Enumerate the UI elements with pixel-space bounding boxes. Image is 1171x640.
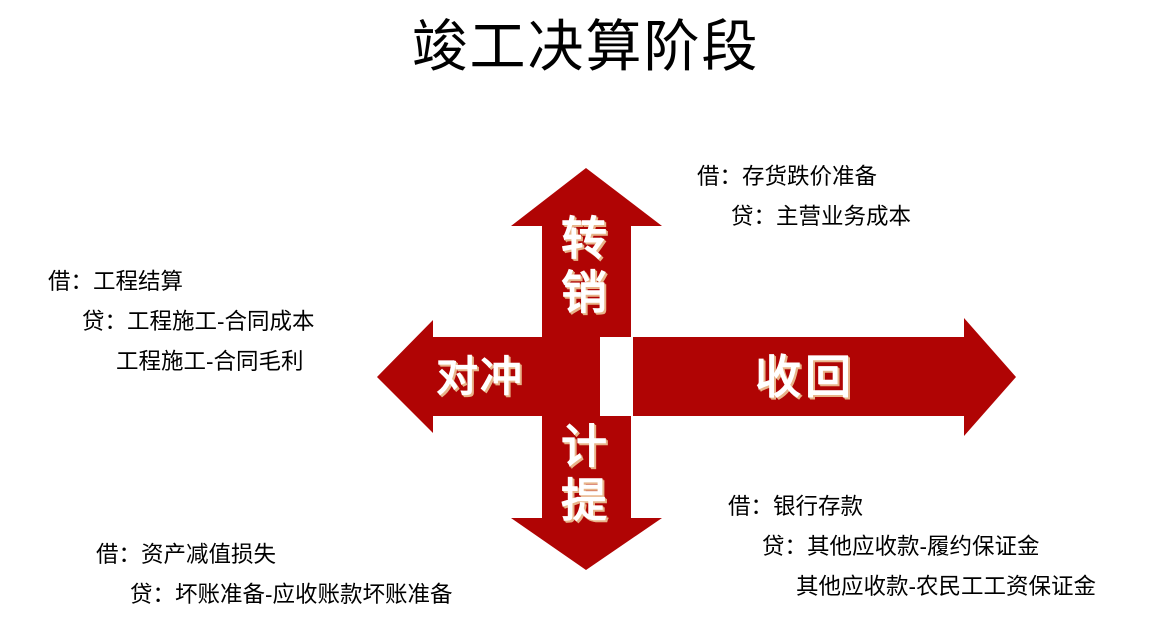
note-bottom-right: 借：银行存款 贷：其他应收款-履约保证金 其他应收款-农民工工资保证金 [728, 487, 1096, 607]
note-line: 其他应收款-农民工工资保证金 [796, 574, 1096, 599]
note-line: 贷：其他应收款-履约保证金 [762, 534, 1040, 559]
note-line: 贷：坏账准备-应收账款坏账准备 [130, 582, 453, 607]
note-top-right: 借：存货跌价准备 贷：主营业务成本 [697, 157, 911, 237]
note-left: 借：工程结算 贷：工程施工-合同成本 工程施工-合同毛利 [48, 262, 315, 382]
note-line: 工程施工-合同毛利 [116, 349, 304, 374]
note-line: 贷：工程施工-合同成本 [82, 309, 315, 334]
note-line: 借：资产减值损失 [96, 542, 277, 567]
arrow-right-label: 收回 [755, 351, 855, 403]
cross-center-void [600, 337, 632, 416]
page-title: 竣工决算阶段 [411, 15, 760, 78]
note-line: 借：存货跌价准备 [697, 164, 878, 189]
note-line: 贷：主营业务成本 [731, 204, 912, 229]
arrow-left-label: 对冲 [436, 353, 525, 400]
note-bottom-left: 借：资产减值损失 贷：坏账准备-应收账款坏账准备 [96, 535, 453, 615]
arrow-down-label: 计提 [555, 422, 607, 530]
arrow-up-label: 转销 [555, 214, 607, 322]
note-line: 借：银行存款 [728, 494, 864, 519]
note-line: 借：工程结算 [48, 269, 184, 294]
